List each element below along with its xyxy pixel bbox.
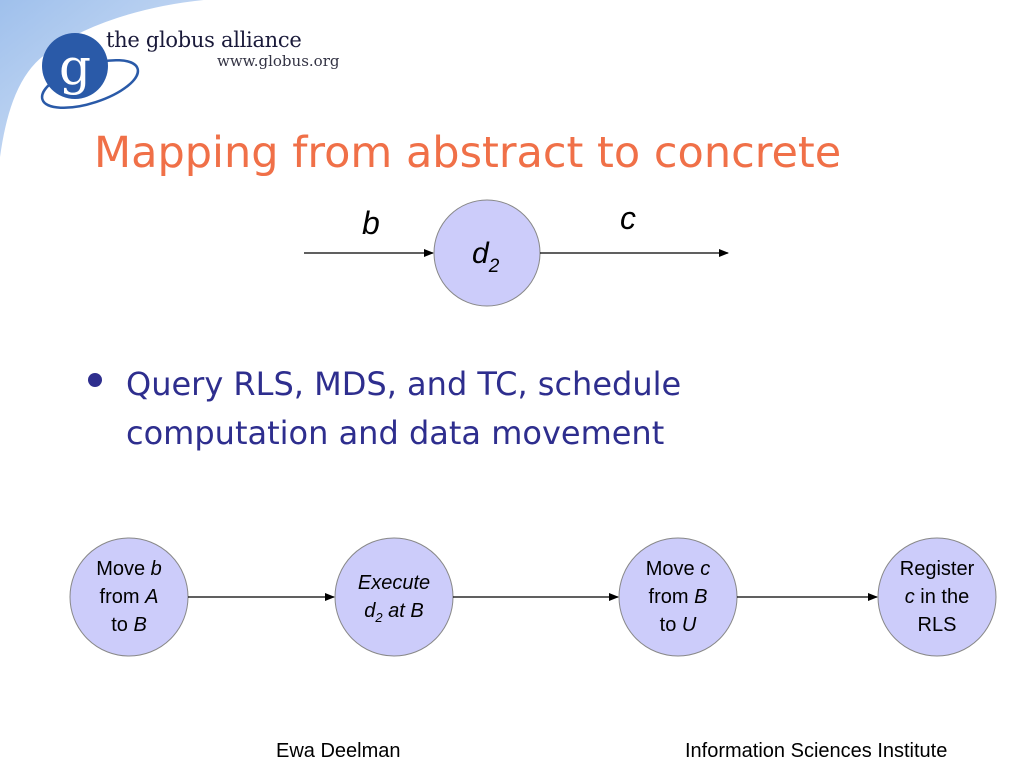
- logo-url: www.globus.org: [217, 52, 340, 70]
- bullet-text: Query RLS, MDS, and TC, schedule computa…: [126, 365, 682, 452]
- workflow-node-3-label: Move c from B to U: [645, 558, 711, 636]
- bullet-dot: [88, 373, 102, 387]
- footer-author: Ewa Deelman: [276, 740, 401, 762]
- workflow-node-1-label: Move b from A to B: [96, 558, 162, 636]
- edge-label-b: b: [362, 205, 380, 241]
- globus-logo: g: [40, 33, 140, 110]
- workflow-node-4-label: Register c in the RLS: [899, 558, 975, 636]
- workflow-node-2-label: Execute d2 at B: [357, 572, 431, 625]
- edge-label-c: c: [620, 200, 636, 236]
- workflow-node-4: [877, 537, 997, 657]
- logo-text: the globus alliance: [106, 28, 302, 52]
- node-d2-label: d2: [472, 237, 500, 277]
- logo-letter: g: [59, 38, 91, 96]
- slide-title: Mapping from abstract to concrete: [94, 128, 842, 178]
- footer-institute: Information Sciences Institute: [685, 740, 948, 762]
